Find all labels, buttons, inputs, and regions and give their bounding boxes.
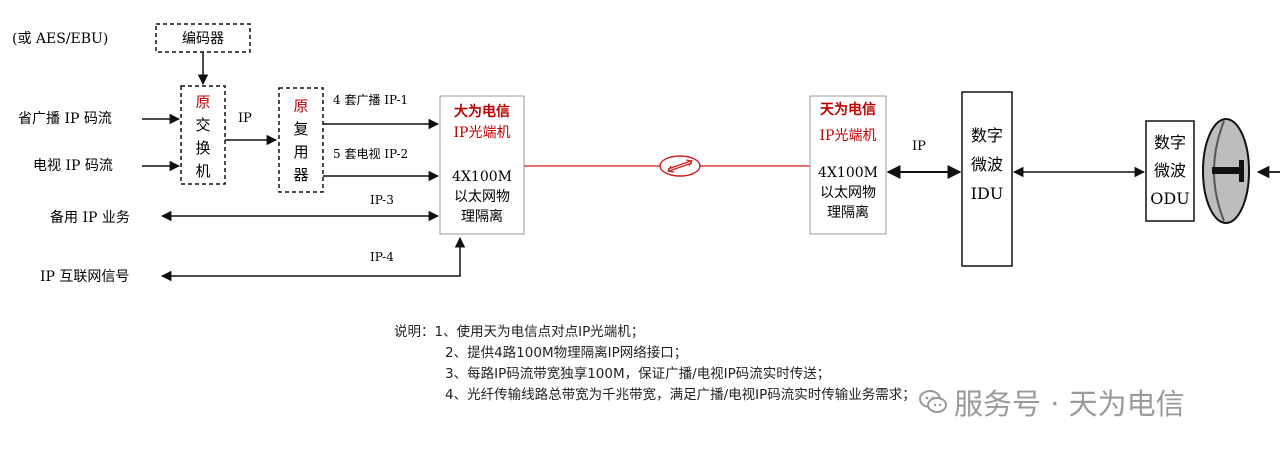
mux-char-1: 原 [293, 97, 308, 115]
broadcast-ip-1-label: 4 套广播 IP-1 [333, 93, 408, 107]
internet-ip-arrow [160, 236, 466, 282]
switch-char-4: 机 [195, 162, 210, 180]
note-line-3: 3、每路IP码流带宽独享100M，保证广播/电视IP码流实时传送； [445, 366, 831, 382]
switch-char-3: 换 [195, 139, 210, 157]
dish-antenna-icon [1202, 118, 1250, 224]
microwave-odu-box [1145, 120, 1195, 222]
ip-label-b: IP [912, 139, 926, 154]
left-terminal-spec-1: 4X100M [452, 169, 512, 185]
backup-ip-label: 备用 IP 业务 [50, 209, 130, 226]
watermark: 服务号 · 天为电信 [918, 380, 1185, 424]
right-terminal-spec-3: 理隔离 [827, 204, 869, 221]
left-terminal-type: IP光端机 [454, 125, 511, 141]
fiber-link-icon [659, 155, 701, 177]
prov-stream-label: 省广播 IP 码流 [18, 111, 112, 127]
wechat-icon [919, 390, 947, 413]
switch-char-1: 原 [195, 93, 210, 111]
mux-char-2: 复 [293, 120, 308, 138]
idu-line-1: 数字 [971, 126, 1003, 145]
microwave-idu-box [961, 91, 1013, 267]
note-line-1: 说明：1、使用天为电信点对点IP光端机； [394, 324, 645, 340]
mux-char-4: 器 [293, 166, 308, 184]
idu-line-2: 微波 [971, 155, 1003, 174]
ip-4-label: IP-4 [370, 250, 394, 264]
left-terminal-spec-2: 以太网物 [454, 189, 510, 205]
right-terminal-spec-2: 以太网物 [820, 185, 876, 201]
right-terminal-name: 天为电信 [820, 101, 876, 118]
ip-label-a: IP [238, 111, 252, 126]
original-switch-box [180, 85, 226, 185]
right-terminal-type: IP光端机 [820, 128, 877, 144]
watermark-text: 服务号 · 天为电信 [954, 387, 1185, 421]
aes-ebu-label: (或 AES/EBU) [12, 31, 108, 47]
right-terminal-spec-1: 4X100M [818, 165, 878, 181]
note-line-4: 4、光纤传输线路总带宽为千兆带宽，满足广播/电视IP码流实时传输业务需求； [445, 387, 916, 403]
left-optical-terminal-box [439, 95, 525, 235]
odu-line-2: 微波 [1154, 161, 1186, 180]
encoder-label: 编码器 [182, 31, 224, 47]
ip-3-label: IP-3 [370, 193, 394, 207]
odu-line-3: ODU [1150, 189, 1189, 208]
left-terminal-spec-3: 理隔离 [461, 208, 503, 225]
internet-signal-label: IP 互联网信号 [40, 269, 129, 285]
tv-stream-label: 电视 IP 码流 [33, 158, 113, 174]
idu-line-3: IDU [971, 184, 1004, 203]
tv-ip-2-label: 5 套电视 IP-2 [333, 146, 408, 161]
right-optical-terminal-box [809, 95, 887, 235]
switch-char-2: 交 [195, 116, 210, 134]
original-mux-box [278, 87, 324, 193]
fiber-link-arrows [667, 159, 693, 173]
mux-char-3: 用 [293, 143, 308, 161]
note-line-2: 2、提供4路100M物理隔离IP网络接口； [445, 345, 688, 361]
odu-line-1: 数字 [1154, 133, 1186, 152]
left-terminal-name: 大为电信 [454, 103, 510, 120]
